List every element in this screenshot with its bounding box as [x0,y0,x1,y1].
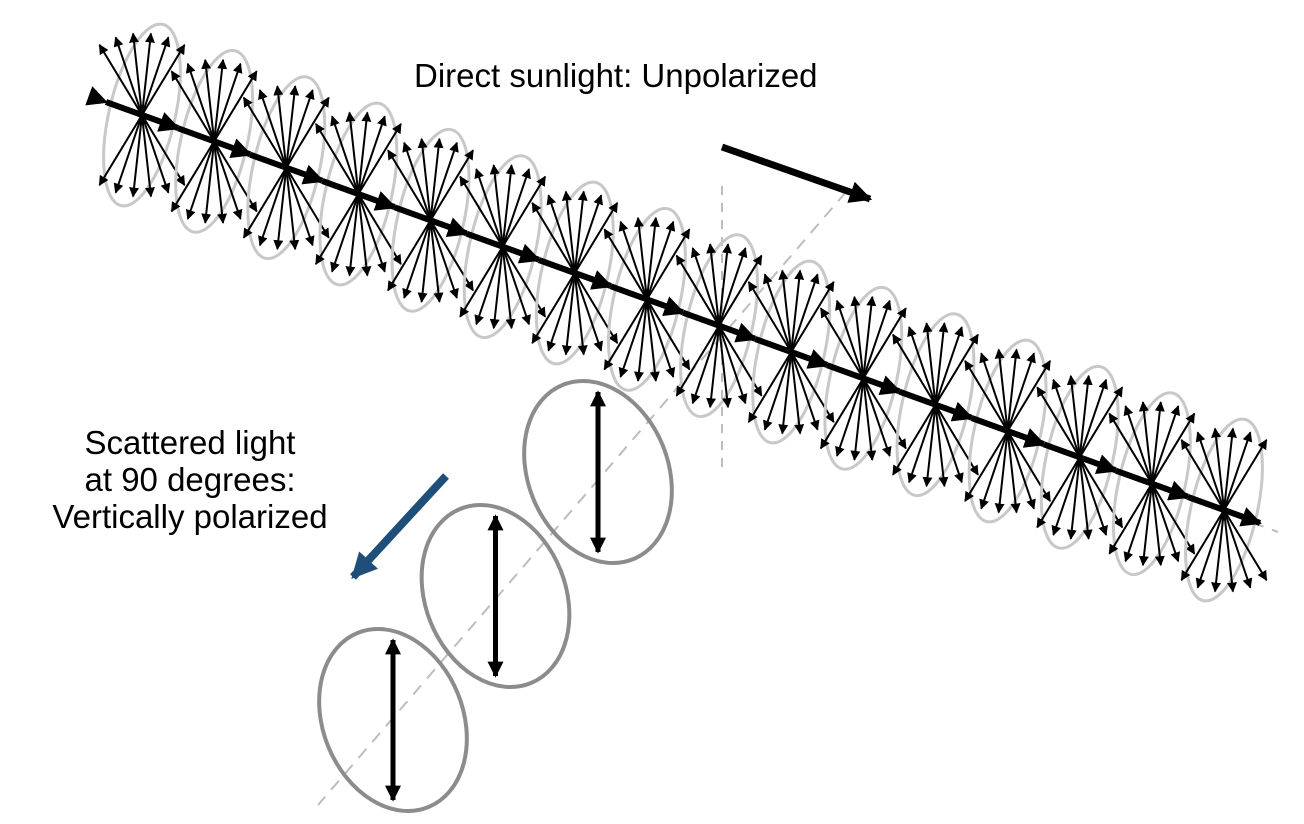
polarized-wave-element [419,502,572,690]
unpolarized-wave-element [373,127,474,313]
unpolarized-wave-element [85,22,186,208]
unpolarized-wave-element [590,206,691,392]
wave-ellipse [522,378,674,566]
unpolarized-wave-element [878,312,979,498]
unpolarized-wave-element [157,48,258,234]
arrow-right-down-icon [720,143,873,203]
scattered-beam [317,378,674,814]
polarized-wave-element [317,626,469,814]
scattered-label-line-2: at 90 degrees: [84,461,296,498]
wave-ellipse [419,502,572,690]
unpolarized-wave-element [229,75,330,261]
arrow-left-down-icon [350,473,449,580]
unpolarized-wave-element [734,259,835,445]
scattered-light-label: Scattered light at 90 degrees: Verticall… [40,424,340,535]
unpolarized-wave-element [518,180,619,366]
unpolarized-wave-element [445,154,547,340]
polarized-wave-element [522,378,674,566]
unpolarized-wave-element [950,338,1051,524]
propagation-arrow [1167,481,1262,527]
direct-sunlight-label: Direct sunlight: Unpolarized [414,57,818,94]
scattered-label-line-3: Vertically polarized [52,498,328,535]
unpolarized-wave-element [301,101,402,287]
unpolarized-wave-element [1167,417,1268,603]
scattered-label-line-1: Scattered light [84,424,296,461]
direct-beam [85,22,1268,603]
unpolarized-wave-element [806,285,907,471]
unpolarized-wave-element [1095,391,1196,577]
unpolarized-wave-element [1023,364,1124,550]
wave-ellipse [317,626,469,814]
unpolarized-wave-element [662,233,763,419]
